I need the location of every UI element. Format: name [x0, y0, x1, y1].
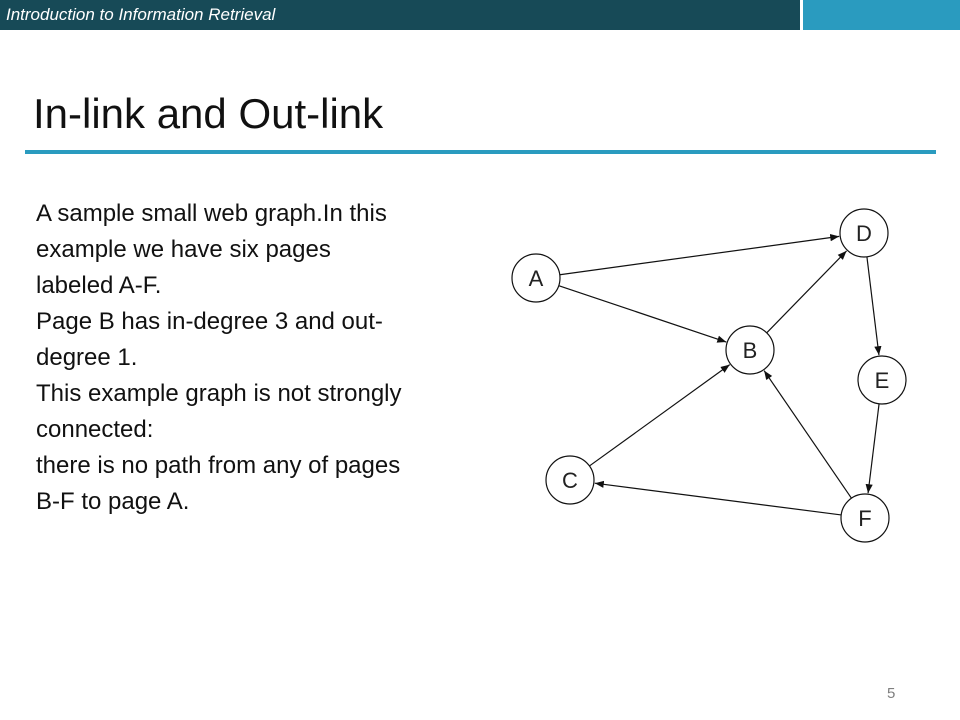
body-line: A sample small web graph.In this [36, 200, 387, 227]
edge-d-e [866, 256, 882, 356]
slide-title: In-link and Out-link [33, 90, 384, 137]
node-label: F [858, 506, 871, 531]
edge-a-b [558, 285, 727, 343]
edge-a-d [559, 234, 840, 276]
node-label: C [562, 468, 578, 493]
node-label: B [743, 338, 758, 363]
node-b: B [725, 325, 775, 375]
node-d: D [839, 208, 889, 258]
node-label: A [529, 266, 544, 291]
header-bar: Introduction to Information Retrieval [0, 0, 960, 30]
edge-f-b [763, 370, 852, 499]
body-line: example we have six pages [36, 236, 331, 263]
header-bar-main: Introduction to Information Retrieval [0, 0, 800, 30]
page-number: 5 [887, 685, 896, 702]
edge-f-c [594, 480, 842, 516]
edge-e-f [865, 403, 880, 494]
node-a: A [511, 253, 561, 303]
node-circle [545, 455, 595, 505]
node-circle [840, 493, 890, 543]
graph-nodes: A B C D E F [511, 208, 907, 543]
node-circle [511, 253, 561, 303]
node-circle [857, 355, 907, 405]
node-e: E [857, 355, 907, 405]
body-line: degree 1. [36, 344, 138, 371]
node-label: E [875, 368, 890, 393]
title-underline [25, 150, 936, 154]
body-line: This example graph is not strongly [36, 380, 402, 407]
node-circle [725, 325, 775, 375]
graph-edges [558, 234, 882, 516]
body-line: connected: [36, 416, 154, 443]
node-label: D [856, 221, 872, 246]
body-text: A sample small web graph.In this example… [36, 196, 506, 520]
course-title: Introduction to Information Retrieval [6, 5, 276, 24]
node-circle [839, 208, 889, 258]
body-line: B-F to page A. [36, 488, 190, 515]
node-f: F [840, 493, 890, 543]
body-line: there is no path from any of pages [36, 452, 401, 479]
web-graph: A B C D E F [511, 208, 907, 543]
header-bar-accent [803, 0, 960, 30]
edge-b-d [766, 250, 847, 334]
edge-c-b [589, 364, 731, 467]
node-c: C [545, 455, 595, 505]
body-line: labeled A-F. [36, 272, 162, 299]
body-line: Page B has in-degree 3 and out- [36, 308, 383, 335]
